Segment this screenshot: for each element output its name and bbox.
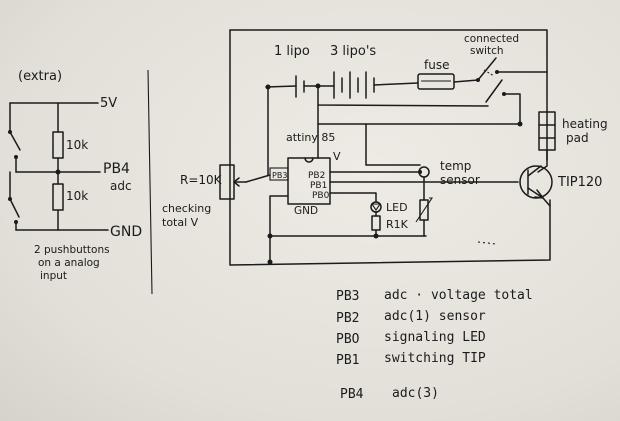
legend-desc: switching TIP [384,351,486,366]
smudge-marks [477,241,497,245]
pot-label: R=10K [180,173,223,187]
wire [537,149,548,173]
pin-pb0: PB0 [312,191,330,201]
junction [418,170,422,174]
switch-lever-1 [477,57,497,81]
note-line-2: on a analog [38,257,100,269]
transistor-tip120 [519,165,553,199]
divider-line [147,69,153,295]
pin-pb3-box [269,167,289,181]
pb4-sub-label: adc [110,179,132,193]
battery-bus [317,85,489,107]
pin-pb1: PB1 [310,181,327,191]
heater-label-1: heating [562,117,608,131]
resistor-1k [371,215,381,231]
legend-pin: PB1 [336,353,359,368]
wire [503,93,521,125]
pot-note-2: total V [162,216,199,229]
legend-desc: adc(1) sensor [384,309,486,324]
ground-label: GND [110,224,142,240]
junction [267,259,273,265]
pushbutton-1 [9,131,21,151]
pushbutton-2 [9,198,20,218]
legend-pin: PBO [336,332,360,347]
fuse-label: fuse [424,58,449,72]
potentiometer [219,164,235,200]
switch-label-1: connected [464,33,519,45]
legend-desc: signaling LED [384,330,486,345]
pb3-wire [245,174,271,183]
extra-circuit: (extra) 5V 10k 10k PB4 adc GND 2 pushbut… [8,69,142,282]
legend-pin: PB4 [340,387,364,402]
sensor-label-2: sensor [440,173,480,187]
wire [453,79,479,83]
switch-lever-2 [485,79,503,103]
pb0-wire [329,192,377,203]
heating-pad-segments [538,124,556,139]
pot-note-1: checking [162,202,211,215]
emitter-arrow [534,189,544,199]
frame-left-bottom [229,29,551,266]
junction [373,233,379,239]
switch-link [483,69,495,77]
vcc-wire [365,123,421,166]
resistor-top [52,131,64,159]
r-top-label: 10k [66,138,88,152]
chip-label: attiny 85 [286,131,335,144]
junction [55,169,61,175]
extra-title: (extra) [18,69,62,84]
frame-top-right [229,29,548,161]
legend-pin: PB2 [336,311,359,326]
resistor-bottom [52,183,64,211]
battery-3-label: 3 lipo's [330,44,376,59]
main-circuit: 1 lipo 3 lipo's fuse connected switch he… [162,29,608,266]
r-bottom-label: 10k [66,189,88,203]
chip-gnd-label: GND [294,205,318,217]
junction [267,233,273,239]
wire [373,82,419,86]
led-label: LED [386,201,408,214]
legend-pin: PB3 [336,289,359,304]
pin-legend: PB3 adc · voltage total PB2 adc(1) senso… [336,288,533,402]
chip-notch [304,157,314,163]
led-symbol [370,203,382,211]
pin-pb3: PB3 [272,171,287,180]
sensor-label-1: temp [440,159,471,173]
legend-desc: adc(3) [392,386,439,401]
gnd-wire [269,195,427,237]
junction [315,83,321,89]
wiper-arrow [233,177,240,187]
wire [265,85,297,88]
switch-label-2: switch [470,45,504,57]
attiny85-chip [287,157,331,205]
sensor-resistor-arrow [415,197,434,223]
note-line-3: input [40,270,67,282]
pb4-label: PB4 [103,161,130,177]
chip-vcc-label: V [333,150,341,163]
legend-desc: adc · voltage total [384,288,533,303]
supply-label: 5V [100,96,117,111]
heater-label-2: pad [566,131,589,145]
pin-pb2: PB2 [308,171,325,181]
transistor-label: TIP120 [557,175,602,190]
r1k-label: R1K [386,218,409,231]
transistor-collector [527,165,542,177]
junction [517,121,523,127]
battery-1-label: 1 lipo [274,44,310,59]
note-line-1: 2 pushbuttons [34,244,110,256]
